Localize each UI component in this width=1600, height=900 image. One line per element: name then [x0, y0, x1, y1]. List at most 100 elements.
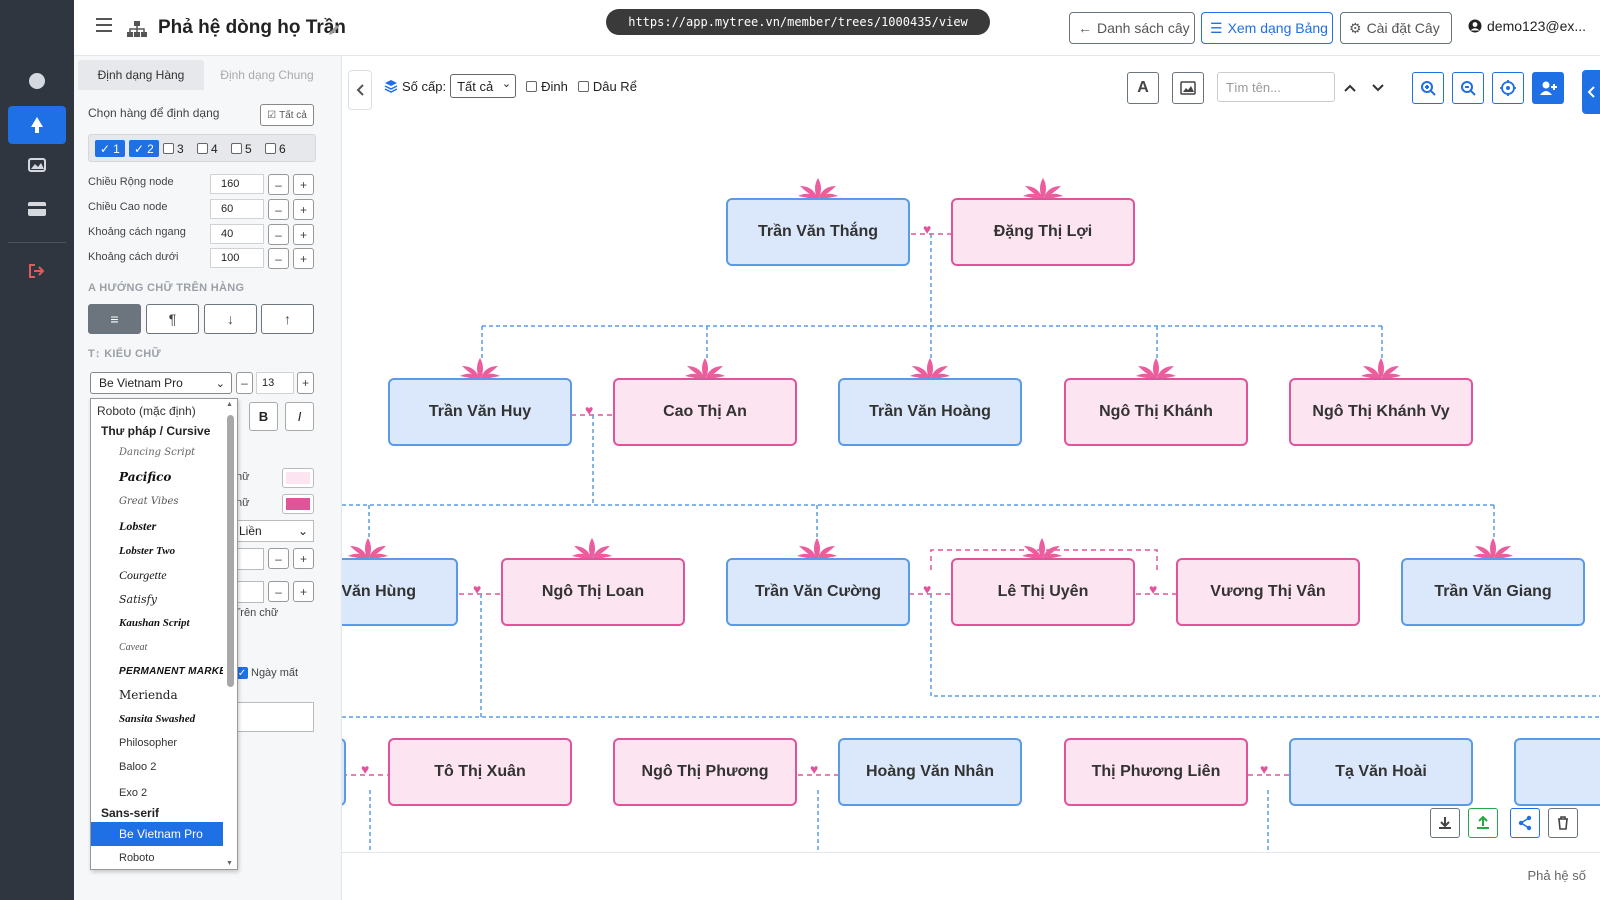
person-node[interactable]: Trần Văn Hoàng [838, 378, 1022, 446]
node-width-increment[interactable]: + [293, 174, 314, 195]
line-style-select[interactable]: Liền⌄ [230, 520, 314, 542]
rail-home-icon[interactable] [8, 62, 66, 100]
select-all-button[interactable]: ☑ Tất cả [260, 104, 314, 126]
font-option-roboto-default[interactable]: Roboto (mặc định) [97, 404, 196, 418]
add-member-button[interactable] [1532, 72, 1564, 104]
download-button[interactable] [1430, 808, 1460, 838]
level-4-checkbox[interactable]: 4 [197, 140, 218, 157]
text-input-field[interactable] [230, 702, 314, 732]
scroll-down-icon[interactable]: ▼ [226, 860, 233, 867]
font-size-decrement[interactable]: – [236, 372, 253, 394]
level-1-checkbox[interactable]: ✓1 [95, 140, 125, 157]
female-border-swatch[interactable] [282, 494, 314, 514]
node-width-input[interactable]: 160 [210, 174, 264, 194]
dropdown-scrollbar[interactable]: ▲ ▼ [225, 401, 235, 867]
person-node[interactable]: Ngô Thị Khánh [1064, 378, 1248, 446]
edit-pencil-icon[interactable] [327, 23, 341, 37]
user-menu[interactable]: demo123@ex... [1468, 18, 1586, 34]
font-family-select[interactable]: Be Vietnam Pro⌄ [90, 372, 232, 394]
collapse-panel-button[interactable] [348, 70, 372, 110]
tab-row-format[interactable]: Định dạng Hàng [78, 60, 204, 90]
font-option-sansita-swashed[interactable]: Sansita Swashed [119, 713, 196, 725]
table-view-button[interactable]: ☰ Xem dạng Bảng [1201, 12, 1333, 44]
font-option-baloo-2[interactable]: Baloo 2 [119, 761, 157, 773]
italic-button[interactable]: I [285, 402, 314, 431]
font-option-roboto[interactable]: Roboto [119, 852, 155, 864]
spacing-1-increment[interactable]: + [293, 548, 314, 569]
share-button[interactable] [1510, 808, 1540, 838]
person-node[interactable]: Ngô Thị Phương [613, 738, 797, 806]
horizontal-gap-decrement[interactable]: – [268, 224, 289, 245]
dau-re-checkbox[interactable] [577, 80, 589, 92]
person-node-partial[interactable] [1514, 738, 1600, 806]
person-node[interactable]: Cao Thị An [613, 378, 797, 446]
person-node[interactable]: Thị Phương Liên [1064, 738, 1248, 806]
font-option-lobster-two[interactable]: Lobster Two [119, 545, 176, 557]
person-node[interactable]: Trần Văn Giang [1401, 558, 1585, 626]
font-option-satisfy[interactable]: Satisfy [119, 592, 157, 606]
rail-card-icon[interactable] [8, 190, 66, 228]
font-option-permanent-marker[interactable]: Permanent Marker [119, 665, 223, 677]
font-option-lobster[interactable]: Lobster [119, 518, 157, 533]
font-option-exo-2[interactable]: Exo 2 [119, 787, 148, 799]
tab-general-format[interactable]: Định dạng Chung [220, 68, 314, 82]
font-option-courgette[interactable]: Courgette [119, 567, 167, 582]
center-view-button[interactable] [1492, 72, 1524, 104]
font-size-increment[interactable]: + [297, 372, 314, 394]
zoom-out-button[interactable] [1452, 72, 1484, 104]
person-node[interactable]: Ngô Thị Loan [501, 558, 685, 626]
node-height-decrement[interactable]: – [268, 199, 289, 220]
person-node[interactable]: Hoàng Văn Nhân [838, 738, 1022, 806]
dinh-checkbox[interactable] [526, 80, 538, 92]
expand-right-panel-button[interactable] [1582, 70, 1600, 114]
image-toggle-button[interactable] [1172, 72, 1204, 104]
level-6-checkbox[interactable]: 6 [265, 140, 286, 157]
search-input[interactable]: Tìm tên... [1217, 72, 1335, 102]
spacing-2-increment[interactable]: + [293, 581, 314, 602]
horizontal-gap-input[interactable]: 40 [210, 224, 264, 244]
scrollbar-thumb[interactable] [227, 415, 234, 687]
font-size-input[interactable]: 13 [256, 372, 294, 394]
death-date-checkbox[interactable]: ✓ [236, 667, 248, 679]
person-node[interactable]: Ngô Thị Khánh Vy [1289, 378, 1473, 446]
female-bg-swatch[interactable] [282, 468, 314, 488]
upload-button[interactable] [1468, 808, 1498, 838]
person-node[interactable]: Tô Thị Xuân [388, 738, 572, 806]
person-node-partial[interactable] [342, 738, 346, 806]
font-option-philosopher[interactable]: Philosopher [119, 737, 178, 749]
spacing-2-decrement[interactable]: – [268, 581, 289, 602]
bottom-gap-decrement[interactable]: – [268, 248, 289, 269]
person-node[interactable]: Đặng Thị Lợi [951, 198, 1135, 266]
delete-button[interactable] [1548, 808, 1578, 838]
paragraph-button[interactable]: ¶ [146, 304, 199, 334]
bottom-gap-increment[interactable]: + [293, 248, 314, 269]
person-node[interactable]: Vương Thị Vân [1176, 558, 1360, 626]
text-toggle-button[interactable]: A [1127, 72, 1159, 104]
level-select[interactable]: Tất cả⌄ [450, 74, 517, 98]
font-dropdown-list[interactable]: Roboto (mặc định) Thư pháp / Cursive Dan… [90, 398, 238, 870]
level-2-checkbox[interactable]: ✓2 [129, 140, 159, 157]
font-option-great-vibes[interactable]: Great Vibes [119, 495, 179, 507]
rail-tree-icon[interactable] [8, 106, 66, 144]
tree-settings-button[interactable]: ⚙ Cài đặt Cây [1340, 12, 1452, 44]
family-tree-canvas[interactable]: Trần Văn Thắng Đặng Thị Lợi ♥ Trần Văn H… [342, 110, 1600, 850]
node-height-increment[interactable]: + [293, 199, 314, 220]
align-horizontal-button[interactable]: ≡ [88, 304, 141, 334]
person-node[interactable]: Trần Văn Hùng [342, 558, 458, 626]
bottom-gap-input[interactable]: 100 [210, 248, 264, 268]
node-width-decrement[interactable]: – [268, 174, 289, 195]
rail-images-icon[interactable] [8, 146, 66, 184]
bold-button[interactable]: B [249, 402, 278, 431]
font-option-merienda[interactable]: Merienda [119, 688, 178, 702]
zoom-in-button[interactable] [1412, 72, 1444, 104]
font-option-kaushan-script[interactable]: Kaushan Script [119, 617, 190, 629]
person-node[interactable]: Lê Thị Uyên [951, 558, 1135, 626]
spacing-1-decrement[interactable]: – [268, 548, 289, 569]
rail-logout-icon[interactable] [8, 252, 66, 290]
level-3-checkbox[interactable]: 3 [163, 140, 184, 157]
search-next-button[interactable] [1368, 78, 1388, 98]
direction-up-button[interactable]: ↑ [261, 304, 314, 334]
font-option-dancing-script[interactable]: Dancing Script [119, 446, 196, 458]
hamburger-menu-icon[interactable] [96, 18, 112, 32]
font-option-be-vietnam-pro[interactable]: Be Vietnam Pro [91, 822, 223, 846]
